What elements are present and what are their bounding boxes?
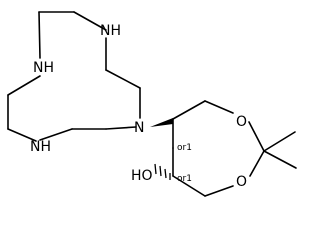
oxygen-top-label: O	[236, 114, 247, 130]
bond	[73, 11, 107, 31]
bond	[204, 100, 234, 114]
methyl-bond	[263, 150, 297, 169]
nh-left-label: NH	[33, 60, 54, 76]
oxygen-bottom-label: O	[236, 174, 247, 190]
ring-n-label: N	[134, 120, 144, 136]
bond	[204, 185, 234, 197]
bond	[7, 128, 37, 142]
stereo-descriptor-upper: or1	[177, 143, 192, 153]
bond	[38, 11, 41, 59]
bond	[249, 150, 265, 177]
hydroxyl-label: HO	[131, 168, 153, 184]
molecule-structure: NH NH NH N O O HO or1 or1	[7, 11, 297, 197]
stereo-descriptor-lower: or1	[177, 174, 192, 184]
bond	[105, 126, 137, 130]
nh-bottom-label: NH	[30, 139, 51, 155]
bond	[7, 75, 41, 96]
bond	[248, 121, 265, 152]
bond	[39, 128, 73, 141]
bond	[172, 100, 206, 120]
wedge-bond	[150, 118, 173, 127]
bond	[105, 69, 141, 89]
bond	[172, 175, 206, 197]
gem-dimethyl-bonds	[263, 131, 297, 169]
methyl-bond	[263, 131, 296, 152]
hashed-bond	[154, 163, 171, 180]
macrocycle-ring-bonds	[7, 11, 141, 142]
nh-top-label: NH	[100, 23, 121, 39]
